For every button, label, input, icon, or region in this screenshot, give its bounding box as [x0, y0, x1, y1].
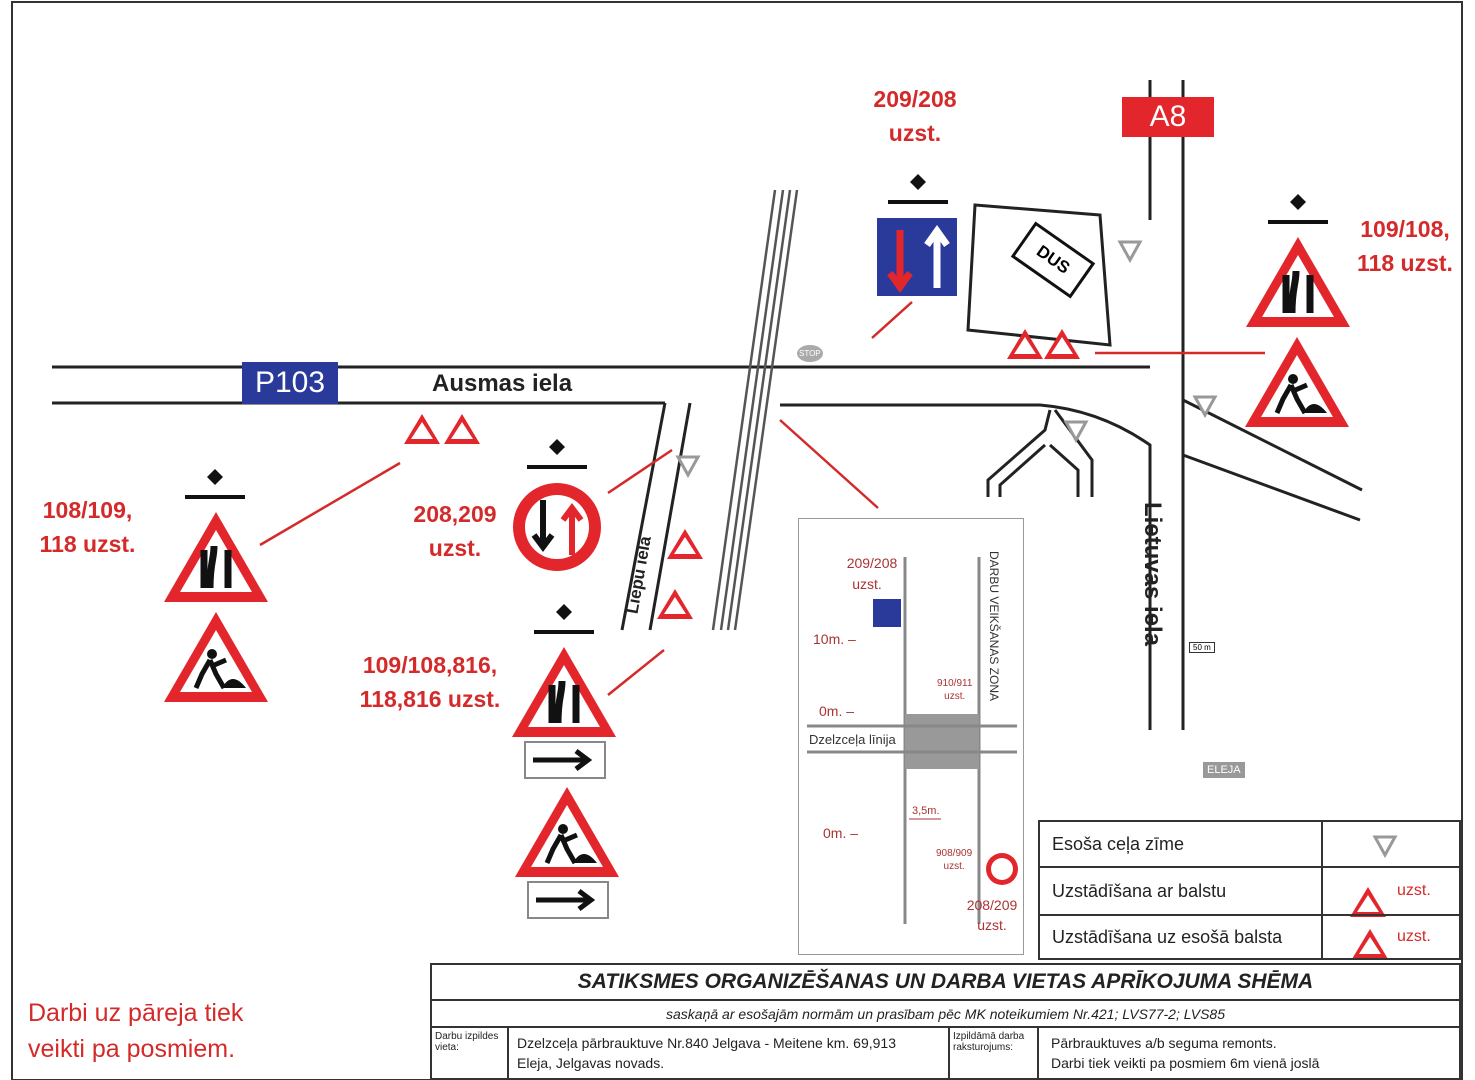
inset-s908u: uzst.: [943, 861, 965, 872]
title_block-place_label: Darbu izpildes vieta:: [430, 1026, 509, 1080]
inset-top_sign: 209/208: [846, 555, 898, 571]
labels-l3b: 118 uzst.: [39, 531, 136, 557]
label-108-109: 108/109, 118 uzst.: [30, 493, 145, 561]
inset-s910u: uzst.: [944, 691, 966, 702]
labels-l3a: 108/109,: [42, 497, 133, 523]
legend-row1: Esoša ceļa zīme: [1038, 820, 1323, 868]
inset-s910: 910/911: [937, 678, 973, 689]
label-910: 910/911 uzst.: [937, 677, 972, 703]
road-badge-p103: P103: [242, 362, 338, 404]
label-908: 908/909 uzst.: [936, 847, 972, 873]
labels-l5b: 118,816 uzst.: [359, 686, 501, 712]
note-line2: veikti pa posmiem.: [28, 1035, 236, 1063]
inset-m10: 10m. –: [813, 631, 856, 647]
label-109-108-816: 109/108,816, 118,816 uzst.: [345, 648, 515, 716]
inset-m0a: 0m. –: [819, 703, 855, 719]
labels-l1b: uzst.: [888, 120, 942, 146]
labels-l5a: 109/108,816,: [362, 652, 498, 678]
label-208-209-inset: 208/209 uzst.: [959, 895, 1025, 935]
stop-sign: STOP: [797, 345, 823, 362]
labels-l2a: 109/108,: [1360, 216, 1450, 242]
label-209-208: 209/208 uzst.: [860, 82, 970, 150]
title_block-place_1: Dzelzceļa pārbrauktuve Nr.840 Jelgava - …: [517, 1035, 896, 1051]
labels-l4b: uzst.: [428, 535, 482, 561]
inset-m0b: 0m. –: [823, 825, 859, 841]
title_block-title: SATIKSMES ORGANIZĒŠANAS UN DARBA VIETAS …: [430, 963, 1461, 1001]
labels-l4a: 208,209: [413, 501, 497, 527]
title_block-work_label: Izpildāmā darba raksturojums:: [948, 1026, 1039, 1080]
inset-bot_uzst: uzst.: [977, 917, 1007, 933]
label-208-209: 208,209 uzst.: [400, 497, 510, 565]
note-text: Darbi uz pāreja tiek veikti pa posmiem.: [28, 995, 243, 1067]
inset-zone: DARBU VEIKŠANAS ZONA: [987, 550, 1002, 702]
legend-row3_tag: uzst.: [1321, 914, 1461, 960]
title_block-work_2: Darbi tiek veikti pa posmiem 6m vienā jo…: [1051, 1055, 1320, 1071]
label-109-108: 109/108, 118 uzst.: [1350, 212, 1460, 280]
labels-l1a: 209/208: [873, 86, 957, 112]
title-block: SATIKSMES ORGANIZĒŠANAS UN DARBA VIETAS …: [430, 963, 1461, 1080]
inset-dist: 3,5m.: [912, 805, 940, 817]
street-ausmas: Ausmas iela: [432, 370, 573, 397]
inset-top_uzst: uzst.: [852, 576, 882, 592]
inset-detail: 209/208 uzst. 10m. – 0m. – 0m. – Dzelzce…: [798, 518, 1024, 955]
inset-rail: Dzelzceļa līnija: [809, 732, 896, 747]
title_block-work_1: Pārbrauktuves a/b seguma remonts.: [1051, 1035, 1277, 1051]
title_block-subtitle: saskaņā ar esošajām normām un prasībam p…: [430, 999, 1461, 1028]
distance-plate: 50 m: [1189, 642, 1215, 653]
title_block-place_2: Eleja, Jelgavas novads.: [517, 1055, 665, 1071]
place-sign-eleja: ELEJA: [1203, 762, 1245, 778]
labels-l2b: 118 uzst.: [1357, 250, 1453, 276]
legend-row2: Uzstādīšana ar balstu: [1038, 866, 1323, 916]
legend-row3: Uzstādīšana uz esošā balsta: [1038, 914, 1323, 960]
legend-row2_tag: uzst.: [1321, 866, 1461, 916]
note-line1: Darbi uz pāreja tiek: [28, 999, 244, 1027]
inset-s908: 908/909: [936, 848, 973, 859]
road-badge-a8: A8: [1122, 97, 1214, 137]
inset-bot_sign: 208/209: [966, 897, 1018, 913]
street-lietuvas: Lietuvas iela: [1139, 501, 1167, 647]
